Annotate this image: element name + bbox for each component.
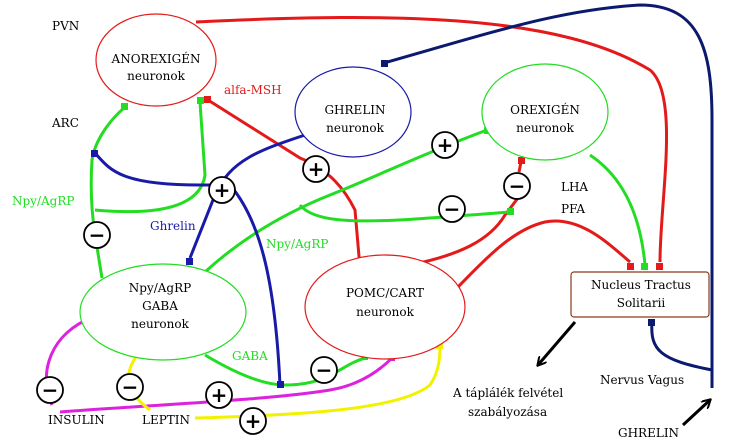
sign-minus-gaba-pomc: − (310, 356, 338, 384)
node-ghrelin-line2: neuronok (326, 121, 384, 135)
edge-pvn-to-nts (195, 16, 668, 263)
terminal-blue-gaba (277, 381, 284, 388)
sign-minus-leptin: − (116, 373, 144, 401)
svg-text:+: + (437, 133, 454, 157)
label-insulin: INSULIN (48, 413, 105, 427)
arrow-ghrelin-to-vagus (681, 400, 710, 427)
node-npy-gaba: Npy/AgRP GABA neuronok (79, 263, 247, 361)
svg-text:+: + (214, 178, 231, 202)
terminal-red-orexigen (518, 157, 525, 164)
terminal-green-nts (641, 263, 648, 270)
sign-minus-anorexigen: − (83, 221, 111, 249)
node-orexigen: OREXIGÉN neuronok (481, 63, 609, 161)
label-ghrelin-bottom: GHRELIN (618, 426, 679, 440)
edge-orexigen-to-nts (589, 153, 647, 266)
node-anorexigen: ANOREXIGÉN neuronok (95, 13, 217, 107)
svg-text:−: − (89, 223, 106, 247)
node-ghrelin-line1: GHRELIN (324, 103, 385, 117)
edge-pomc-to-orexigen (409, 197, 520, 267)
node-npy-gaba-line2: GABA (142, 299, 178, 313)
node-anorexigen-line1: ANOREXIGÉN (111, 51, 201, 66)
node-ghrelin: GHRELIN neuronok (294, 66, 412, 158)
node-orexigen-line2: neuronok (516, 121, 574, 135)
sign-minus-insulin: − (36, 376, 64, 404)
edge-npy-orexigen-plus (298, 203, 511, 223)
label-npy-agrp-mid: Npy/AgRP (266, 237, 328, 251)
edge-pomc-to-nts (453, 219, 631, 292)
label-nervus-vagus: Nervus Vagus (600, 373, 684, 387)
sign-plus-orexigen: + (431, 131, 459, 159)
terminal-red-alfa-msh (204, 96, 211, 103)
terminal-blue-arc (91, 150, 98, 157)
sign-minus-lha: − (438, 195, 466, 223)
svg-text:−: − (42, 378, 59, 402)
sign-plus-insulin-pomc: + (205, 381, 233, 409)
svg-text:+: + (211, 383, 228, 407)
svg-text:−: − (122, 375, 139, 399)
node-nts-line1: Nucleus Tractus (591, 278, 691, 292)
svg-text:−: − (316, 358, 333, 382)
node-orexigen-line1: OREXIGÉN (510, 102, 580, 117)
sign-plus-alfa-msh: + (302, 155, 330, 183)
label-pfa: PFA (561, 202, 585, 216)
terminal-green-lha (507, 208, 514, 215)
label-alfa-msh: alfa-MSH (224, 83, 282, 97)
edge-anorexigen-down-left (89, 106, 125, 279)
terminal-green-anorexigen-left (121, 103, 128, 110)
terminal-blue-npy (186, 258, 193, 265)
svg-text:+: + (245, 409, 262, 433)
label-leptin: LEPTIN (142, 413, 190, 427)
sign-plus-ghrelin-arc: + (208, 176, 236, 204)
label-pvn: PVN (52, 19, 79, 33)
edge-gaba-to-pomc (204, 353, 366, 387)
node-pomc-line2: neuronok (356, 305, 414, 319)
edge-ghrelin-to-pvn-anorexigen (383, 3, 714, 388)
sign-minus-orexigen: − (503, 172, 531, 200)
label-output-line2: szabályozása (468, 405, 547, 419)
label-output-line1: A táplálék felvétel (452, 386, 563, 400)
arrow-nts-to-output (538, 321, 577, 365)
node-npy-gaba-line1: Npy/AgRP (129, 281, 191, 295)
terminal-navy-ghrelin (381, 60, 388, 67)
sign-plus-leptin-pomc: + (239, 407, 267, 435)
svg-text:−: − (444, 197, 461, 221)
node-nts-line2: Solitarii (617, 296, 666, 310)
terminal-red-nts-right (656, 263, 663, 270)
node-npy-gaba-line3: neuronok (131, 317, 189, 331)
label-npy-agrp-left: Npy/AgRP (12, 194, 74, 208)
svg-text:+: + (308, 157, 325, 181)
terminal-navy-nts-bottom (648, 319, 655, 326)
node-nts: Nucleus Tractus Solitarii (570, 271, 710, 318)
edge-nts-to-vagus (650, 321, 713, 372)
node-anorexigen-line2: neuronok (127, 69, 185, 83)
edge-npy-to-anorexigen (94, 101, 207, 214)
node-pomc: POMC/CART neuronok (304, 254, 466, 360)
label-arc: ARC (51, 116, 79, 130)
node-pomc-line1: POMC/CART (346, 286, 424, 300)
terminal-green-anorexigen-right (197, 97, 204, 104)
label-ghrelin-blue: Ghrelin (150, 219, 196, 233)
label-lha: LHA (561, 180, 588, 194)
label-gaba: GABA (232, 349, 268, 363)
edge-insulin-to-pomc (59, 356, 394, 414)
terminal-red-nts-left (627, 263, 634, 270)
edge-alfa-msh-to-pomc (207, 98, 362, 269)
svg-text:−: − (509, 174, 526, 198)
